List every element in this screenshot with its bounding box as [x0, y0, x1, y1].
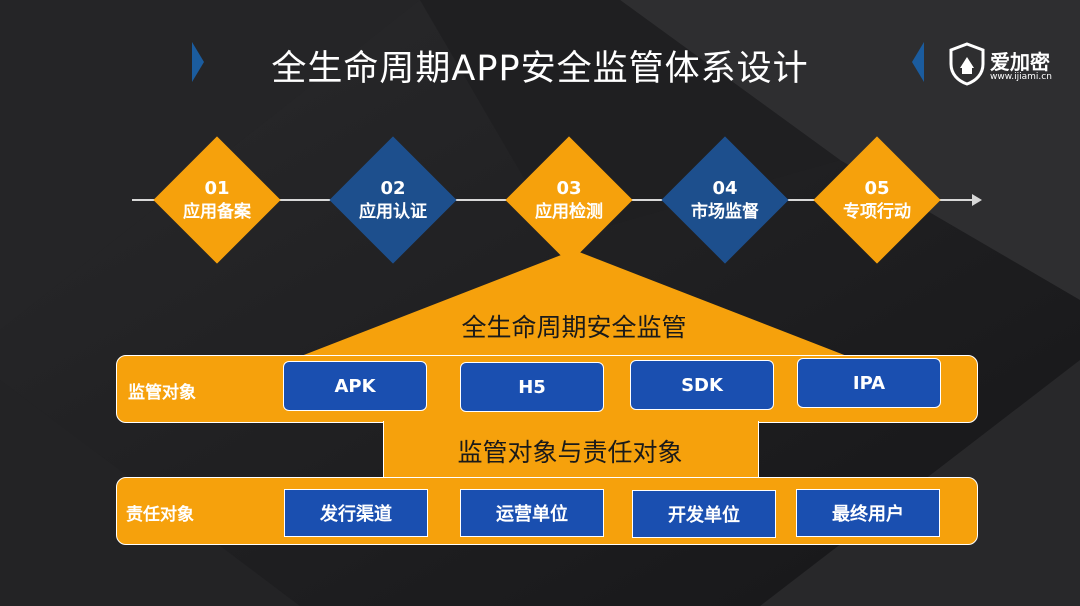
responsible-developer: 开发单位 [632, 490, 776, 538]
phase-05: 05 专项行动 [813, 136, 941, 264]
responsible-end-user: 最终用户 [796, 489, 940, 537]
roof-label: 全生命周期安全监管 [461, 313, 687, 342]
bridge-block [383, 421, 759, 477]
phase-03-number: 03 [556, 178, 582, 199]
phase-01-label: 应用备案 [183, 202, 251, 222]
phase-01: 01 应用备案 [153, 136, 281, 264]
phase-02: 02 应用认证 [329, 136, 457, 264]
logo-name: 爱加密 [990, 50, 1050, 74]
shield-icon [949, 42, 985, 86]
responsible-operator: 运营单位 [460, 489, 604, 537]
object-sdk: SDK [630, 360, 774, 410]
phase-04-label: 市场监督 [691, 202, 759, 222]
phase-03: 03 应用检测 [505, 136, 633, 264]
logo-url: www.ijiami.cn [990, 72, 1052, 82]
phase-02-label: 应用认证 [359, 202, 427, 222]
slide-title: 全生命周期APP安全监管体系设计 [271, 49, 809, 89]
bridge-label: 监管对象与责任对象 [457, 438, 683, 467]
phase-01-number: 01 [204, 178, 230, 199]
phase-04-number: 04 [712, 178, 738, 199]
phase-05-label: 专项行动 [843, 202, 911, 222]
phase-02-number: 02 [380, 178, 406, 199]
phase-03-label: 应用检测 [535, 202, 603, 222]
title-left-chevron-icon [192, 42, 204, 82]
object-apk: APK [283, 361, 427, 411]
title-right-chevron-icon [912, 42, 924, 82]
phase-04: 04 市场监督 [661, 136, 789, 264]
responsible-channel: 发行渠道 [284, 489, 428, 537]
object-h5: H5 [460, 362, 604, 412]
objects-label: 监管对象 [128, 383, 196, 403]
brand-logo: 爱加密 www.ijiami.cn [944, 40, 1074, 90]
timeline-arrow-icon [972, 194, 982, 206]
responsibles-label: 责任对象 [126, 505, 194, 525]
roof-triangle [296, 250, 852, 358]
object-ipa: IPA [797, 358, 941, 408]
phase-05-number: 05 [864, 178, 890, 199]
